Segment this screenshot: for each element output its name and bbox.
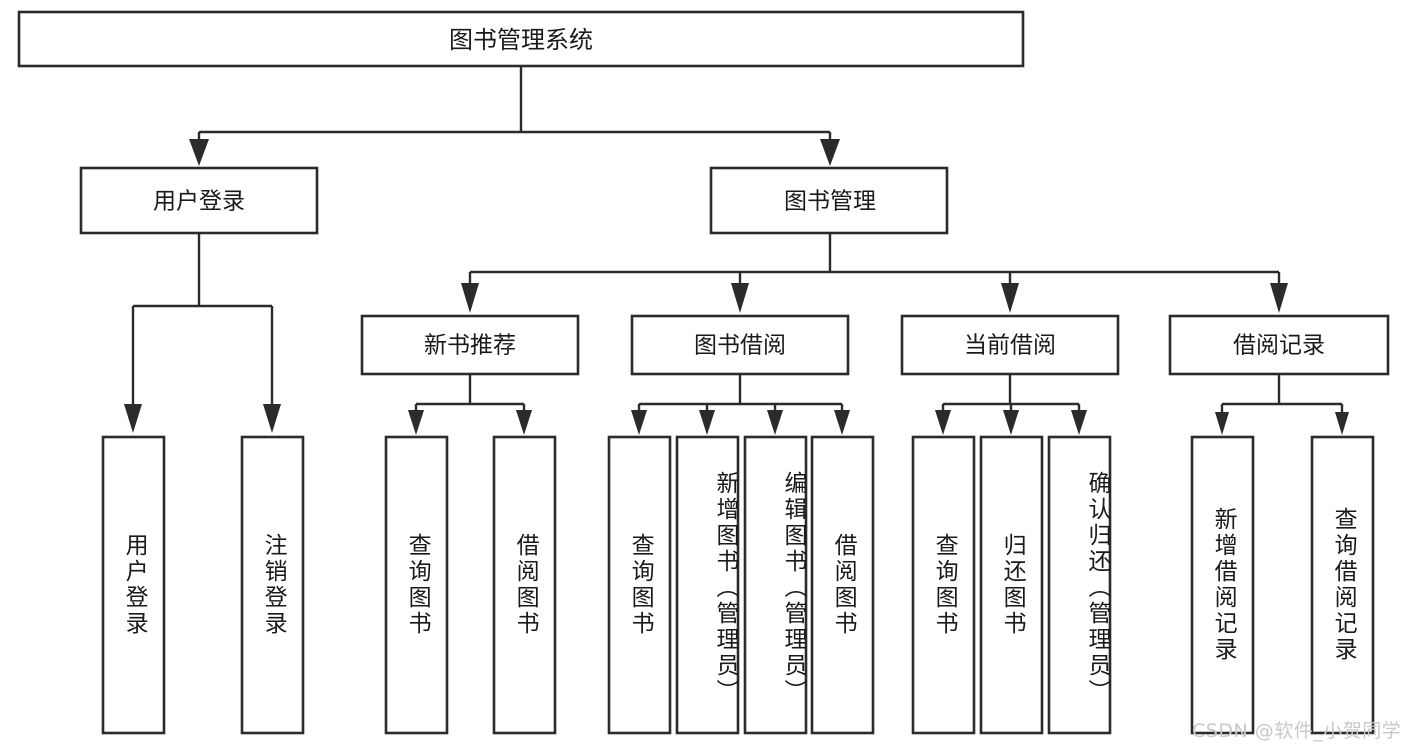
arrowhead-leaf-add-book (699, 410, 715, 435)
node-leaf-user-login-box[interactable] (101, 435, 166, 735)
node-leaf-edit-book-box[interactable] (743, 435, 808, 735)
node-book-borrow-box[interactable] (630, 314, 850, 376)
node-book-management-box[interactable] (709, 166, 949, 235)
node-book-management-label: 图书管理 (784, 189, 876, 215)
arrowhead-leaf-logout (263, 404, 281, 433)
leaf-boxes-book-borrow (607, 435, 875, 735)
node-new-book-recommend-label: 新书推荐 (424, 333, 516, 359)
arrowhead-leaf-edit-book (767, 410, 783, 435)
arrowhead-leaf-add-record (1215, 412, 1229, 435)
node-root[interactable]: 图书管理系统 (17, 10, 1025, 68)
node-borrow-record[interactable]: 借阅记录 (1168, 314, 1390, 376)
node-book-borrow-label: 图书借阅 (694, 333, 786, 359)
leaf-boxes-borrow-record (1190, 435, 1375, 735)
node-leaf-add-book-box[interactable] (675, 435, 740, 735)
node-leaf-query-book-2-box[interactable] (607, 435, 672, 735)
node-root-label: 图书管理系统 (449, 26, 593, 54)
node-user-login-label: 用户登录 (153, 189, 245, 215)
node-leaf-logout-box[interactable] (240, 435, 305, 735)
node-new-book-recommend[interactable]: 新书推荐 (360, 314, 580, 376)
node-leaf-query-record-box[interactable] (1310, 435, 1375, 735)
arrowhead-leaf-query-record (1335, 412, 1349, 435)
arrowhead-leaf-query-book-2 (631, 410, 647, 435)
node-root-box[interactable] (17, 10, 1025, 68)
arrowhead-new-book-recommend (461, 283, 479, 313)
node-borrow-record-box[interactable] (1168, 314, 1390, 376)
arrowhead-book-management (820, 139, 840, 166)
arrowhead-leaf-borrow-book-2 (834, 410, 850, 435)
arrowhead-leaf-borrow-book-1 (516, 410, 532, 435)
node-book-management[interactable]: 图书管理 (709, 166, 949, 235)
node-user-login-box[interactable] (79, 166, 319, 235)
node-leaf-query-book-3-box[interactable] (911, 435, 976, 735)
leaf-boxes-current-borrow (911, 435, 1112, 735)
arrowhead-user-login (189, 139, 209, 166)
node-current-borrow-box[interactable] (900, 314, 1120, 376)
node-leaf-borrow-book-2-box[interactable] (810, 435, 875, 735)
node-leaf-return-book-box[interactable] (979, 435, 1044, 735)
node-new-book-recommend-box[interactable] (360, 314, 580, 376)
arrowhead-leaf-query-book-3 (935, 410, 951, 435)
leaf-boxes-new-book-recommend (384, 435, 557, 735)
arrowhead-leaf-confirm-return (1071, 410, 1087, 435)
arrowhead-leaf-user-login (124, 404, 142, 433)
connector-layer (124, 66, 1349, 435)
arrowhead-current-borrow (1001, 283, 1019, 313)
node-leaf-query-book-1-box[interactable] (384, 435, 449, 735)
watermark-text: CSDN @软件_小贺同学 (1192, 720, 1402, 742)
arrowhead-borrow-record (1270, 283, 1288, 313)
leaf-boxes-user-login (101, 435, 305, 735)
node-borrow-record-label: 借阅记录 (1233, 333, 1325, 359)
node-current-borrow-label: 当前借阅 (964, 333, 1056, 359)
arrowhead-leaf-query-book-1 (408, 410, 424, 435)
node-leaf-confirm-return-box[interactable] (1047, 435, 1112, 735)
arrowhead-leaf-return-book (1003, 410, 1019, 435)
node-book-borrow[interactable]: 图书借阅 (630, 314, 850, 376)
node-current-borrow[interactable]: 当前借阅 (900, 314, 1120, 376)
arrowhead-book-borrow (731, 283, 749, 313)
node-leaf-add-record-box[interactable] (1190, 435, 1255, 735)
node-user-login[interactable]: 用户登录 (79, 166, 319, 235)
node-leaf-borrow-book-1-box[interactable] (492, 435, 557, 735)
